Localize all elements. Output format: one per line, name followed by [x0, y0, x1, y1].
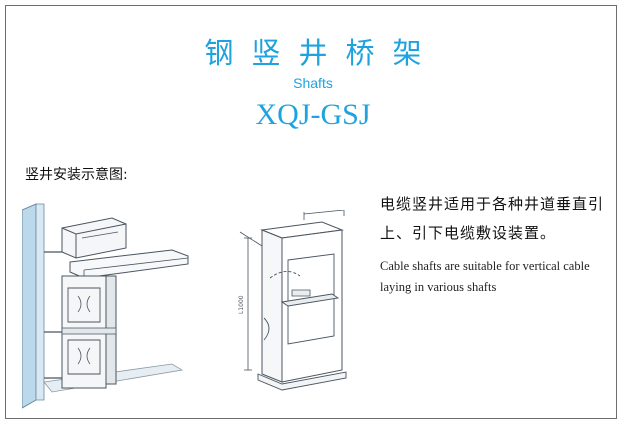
description-chinese: 电缆竖井适用于各种井道垂直引上、引下电缆敷设装置。 [380, 195, 605, 242]
page-title: 钢竖井桥架 [204, 36, 440, 70]
page-subtitle: Shafts [293, 75, 333, 91]
description-english: Cable shafts are suitable for vertical c… [380, 259, 590, 294]
page-frame [5, 5, 617, 419]
dimension-drawing: B L1000 [238, 210, 362, 400]
height-dimension-label: L1000 [238, 295, 245, 314]
width-dimension-label: B [322, 210, 326, 211]
installation-illustration [22, 192, 202, 412]
section-heading: 竖井安装示意图: [25, 167, 128, 183]
model-number: XQJ-GSJ [255, 98, 371, 131]
